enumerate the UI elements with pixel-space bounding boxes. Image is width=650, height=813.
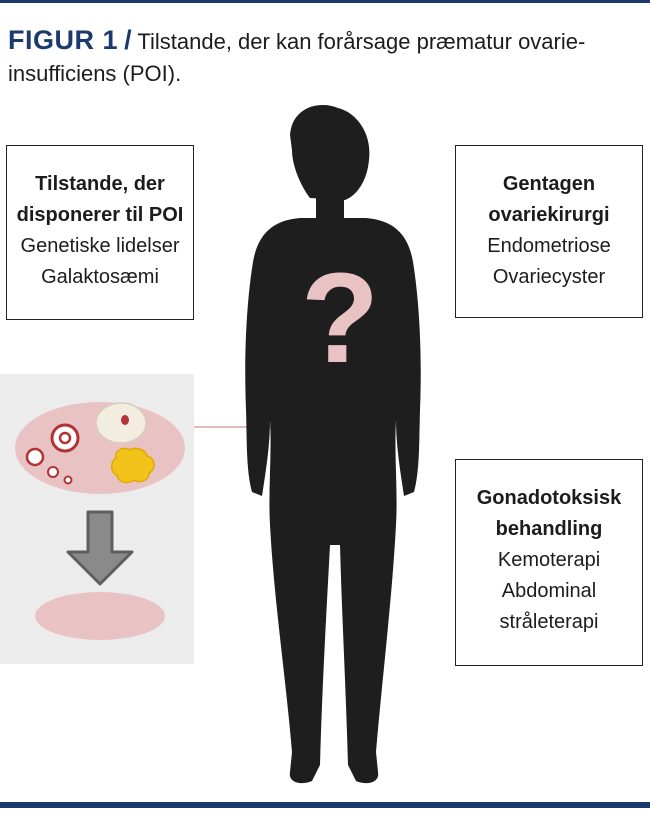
box-heading: Gentagen [502, 173, 596, 195]
box-item: stråleterapi [499, 611, 599, 633]
bottom-rule [0, 802, 650, 808]
top-rule [0, 0, 650, 3]
figure-label-slash: / [124, 25, 132, 55]
figure-caption-text: Tilstande, der kan forårsage præmatur ov… [8, 29, 586, 86]
figure-label: FIGUR 1 [8, 25, 119, 55]
box-repeated-surgery: Gentagen ovariekirurgi Endometriose Ovar… [455, 145, 643, 318]
box-gonadotoxic-treatment: Gonadotoksisk behandling Kemoterapi Abdo… [455, 459, 643, 666]
question-mark: ? [301, 247, 379, 390]
box-predisposing-conditions: Tilstande, der disponerer til POI Geneti… [6, 145, 194, 320]
box-item: Abdominal [501, 580, 597, 602]
box-heading: behandling [495, 518, 603, 540]
box-item: Genetiske lidelser [20, 235, 180, 257]
dominant-follicle-dot [121, 415, 129, 425]
box-heading: Gonadotoksisk [476, 487, 622, 509]
human-silhouette [245, 105, 421, 784]
dominant-follicle [95, 402, 147, 444]
ovary-illustration [15, 402, 185, 494]
follicle-small [25, 447, 45, 467]
follicle-inner [58, 431, 72, 445]
box-heading: ovariekirurgi [488, 204, 610, 226]
box-item: Ovariecyster [492, 266, 606, 288]
box-heading: Tilstande, der [35, 173, 165, 195]
figure-caption: FIGUR 1 / Tilstande, der kan forårsage p… [8, 24, 638, 90]
box-item: Galaktosæmi [41, 266, 159, 288]
box-item: Kemoterapi [497, 549, 601, 571]
follicle-tiniest [63, 475, 73, 485]
corpus-luteum [110, 447, 155, 484]
box-heading: disponerer til POI [16, 204, 184, 226]
box-item: Endometriose [487, 235, 611, 257]
depleted-ovary [35, 592, 165, 640]
follicle-tiny [47, 466, 59, 478]
arrow-down-icon [66, 510, 134, 586]
